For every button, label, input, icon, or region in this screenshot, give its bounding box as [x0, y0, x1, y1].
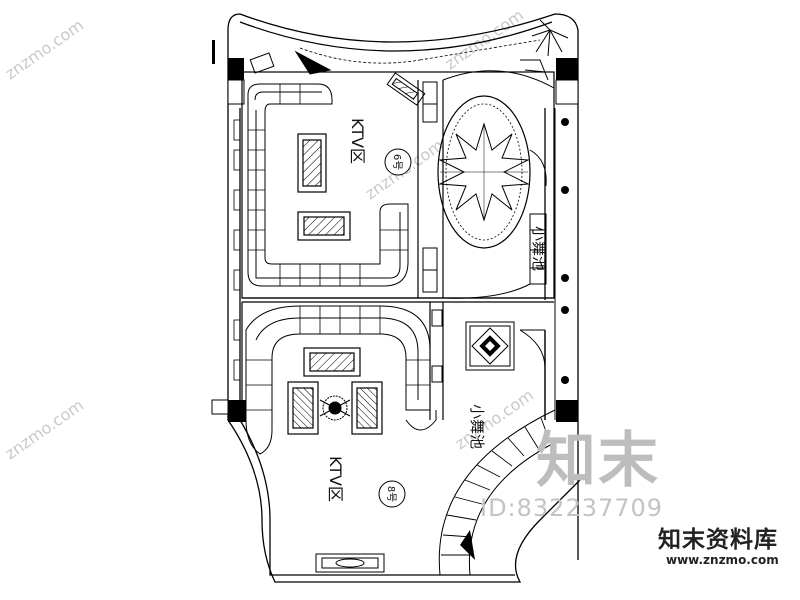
upper-room-name: KTV区 — [348, 118, 367, 164]
lower-dance-label: 小舞池 — [468, 404, 486, 449]
upper-room-labels: KTV区 6号 — [348, 118, 412, 176]
lower-room-name: KTV区 — [326, 456, 345, 502]
upper-small-furniture — [249, 50, 426, 106]
brand-name: 知末资料库 — [658, 527, 778, 553]
lower-plant-icon — [319, 395, 351, 421]
lower-room-labels: KTV区 8号 小舞池 — [326, 404, 486, 508]
curved-staircase — [438, 409, 561, 576]
lower-tables — [287, 347, 383, 435]
watermark-text-3: znzmo.com — [1, 395, 87, 463]
upper-tables — [297, 133, 351, 241]
upper-dance-label: 小舞池 — [530, 226, 548, 271]
brand-panel — [650, 520, 800, 600]
upper-room-number-circle — [384, 148, 412, 176]
lower-sofa — [245, 305, 437, 455]
columns — [211, 40, 579, 422]
upper-top-planters — [299, 39, 541, 64]
watermark-text-1: znzmo.com — [1, 15, 87, 83]
upper-sofa — [247, 83, 409, 287]
lower-room-number: 8号 — [385, 486, 397, 502]
watermark-text-4: znzmo.com — [451, 385, 537, 453]
brand-logo-watermark: 知末 — [536, 426, 660, 496]
lower-room-number-circle — [378, 480, 406, 508]
lower-door — [431, 309, 546, 383]
watermark-text-2: znzmo.com — [441, 5, 527, 73]
watermark-diagonals: znzmo.com znzmo.com znzmo.com znzmo.com … — [1, 5, 537, 463]
brand-url: www.znzmo.com — [666, 553, 779, 567]
left-wall-panels — [233, 119, 241, 381]
upper-room-walls — [241, 71, 555, 303]
upper-room-number: 6号 — [391, 154, 403, 170]
bottom-cabinet — [315, 553, 385, 573]
plant-icon — [520, 19, 569, 81]
upper-dance-floor — [437, 95, 531, 249]
lower-dance-tile — [465, 321, 515, 371]
outer-wall — [227, 13, 581, 583]
upper-dance-rail — [422, 70, 555, 299]
wall-posts — [561, 118, 569, 384]
image-id-watermark: ID:832237709 — [480, 494, 664, 522]
